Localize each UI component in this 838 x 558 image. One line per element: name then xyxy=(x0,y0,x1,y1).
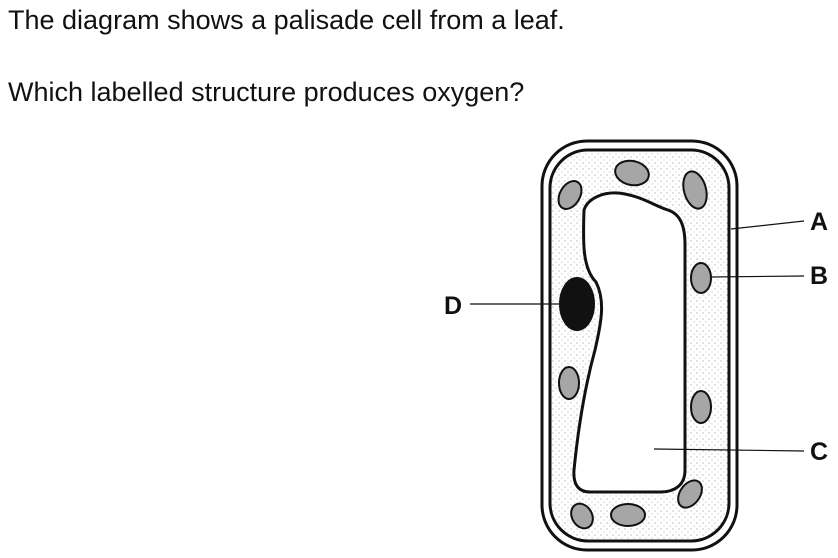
leader-line-a xyxy=(730,220,805,230)
nucleus xyxy=(559,277,595,331)
label-c: C xyxy=(810,438,828,466)
chloroplast xyxy=(614,159,650,187)
chloroplasts xyxy=(557,159,712,530)
chloroplast xyxy=(677,479,703,509)
vacuole xyxy=(572,191,687,494)
question-prompt: Which labelled structure produces oxygen… xyxy=(8,77,525,107)
chloroplast xyxy=(570,502,594,530)
chloroplast xyxy=(690,390,712,424)
label-d: D xyxy=(444,292,462,320)
chloroplast xyxy=(558,366,580,400)
leader-line-c xyxy=(653,448,805,452)
label-b: B xyxy=(810,262,828,290)
chloroplast xyxy=(610,503,646,527)
chloroplast xyxy=(690,262,712,294)
chloroplast xyxy=(557,180,583,210)
chloroplast xyxy=(682,170,708,210)
leader-line-b xyxy=(710,275,805,278)
question-intro: The diagram shows a palisade cell from a… xyxy=(8,5,565,35)
label-a: A xyxy=(810,208,828,236)
